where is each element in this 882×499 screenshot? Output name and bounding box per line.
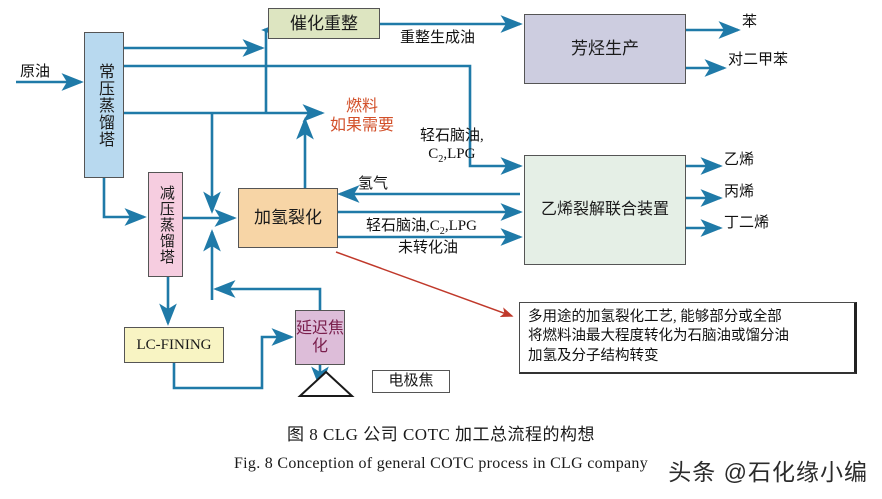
- arrow-atm-bottom-to-vacuum: [102, 178, 147, 226]
- fuel-label-line-2: 如果需要: [330, 116, 395, 134]
- unit-ethylene-cracker-complex[interactable]: 乙烯裂解联合装置: [524, 155, 686, 265]
- product-label-ethylene: 乙烯: [724, 152, 755, 168]
- arrow-coker-recycle: [213, 280, 322, 310]
- unit-hydrocracking[interactable]: 加氢裂化: [238, 188, 338, 248]
- callout-leader-line: [335, 251, 514, 317]
- stream-label-fuel-if-needed: 燃料 如果需要: [330, 98, 394, 136]
- light-naphtha-upper-line-1: 轻石脑油,: [420, 128, 484, 144]
- arrow-lcfining-to-coker: [172, 328, 294, 390]
- stream-label-unconverted-oil: 未转化油: [398, 240, 459, 256]
- product-label-butadiene: 丁二烯: [724, 215, 770, 231]
- annotation-line-3: 加氢及分子结构转变: [528, 347, 659, 364]
- stream-label-reformate: 重整生成油: [400, 30, 476, 46]
- hydrocracking-annotation-callout: 多用途的加氢裂化工艺, 能够部分或全部 将燃料油最大程度转化为石脑油或馏分油 加…: [519, 302, 857, 374]
- unit-delayed-coking[interactable]: 延迟焦化: [295, 310, 345, 365]
- annotation-line-1: 多用途的加氢裂化工艺, 能够部分或全部: [528, 309, 782, 325]
- unit-catalytic-reforming[interactable]: 催化重整: [268, 8, 380, 39]
- unit-lc-fining[interactable]: LC-FINING: [124, 327, 224, 363]
- stream-label-light-naphtha-c2-lpg-upper: 轻石脑油, C2,LPG: [420, 128, 484, 166]
- product-label-paraxylene: 对二甲苯: [728, 52, 789, 68]
- coke-pile-icon: [297, 370, 355, 397]
- watermark-text: 头条 @石化缘小编: [668, 459, 868, 485]
- product-label-propylene: 丙烯: [724, 184, 755, 200]
- annotation-line-2: 将燃料油最大程度转化为石脑油或馏分油: [528, 328, 789, 345]
- flow-connector-layer: [16, 15, 741, 397]
- stream-label-hydrogen: 氢气: [358, 176, 389, 192]
- label-electrode-coke: 电极焦: [372, 370, 450, 393]
- arrow-riser-to-reforming: [261, 21, 284, 113]
- figure-caption: 图 8 CLG 公司 COTC 加工总流程的构想 Fig. 8 Concepti…: [0, 420, 882, 473]
- figure-caption-chinese: 图 8 CLG 公司 COTC 加工总流程的构想: [286, 425, 596, 444]
- stream-label-light-naphtha-c2-lpg-lower: 轻石脑油,C2,LPG: [366, 218, 477, 237]
- figure-caption-english: Fig. 8 Conception of general COTC proces…: [233, 455, 649, 472]
- arrow-atm-to-ethylene: [124, 64, 523, 175]
- unit-vacuum-distillation-tower[interactable]: 减压蒸馏塔: [148, 172, 183, 277]
- stream-label-crude-oil: 原油: [20, 64, 51, 80]
- unit-atmospheric-distillation-tower[interactable]: 常压蒸馏塔: [84, 32, 124, 178]
- product-label-benzene: 苯: [742, 14, 758, 30]
- fuel-label-line-1: 燃料: [346, 98, 379, 115]
- light-naphtha-upper-line-2: C2,LPG: [428, 145, 476, 165]
- unit-aromatics-production[interactable]: 芳烃生产: [524, 14, 686, 84]
